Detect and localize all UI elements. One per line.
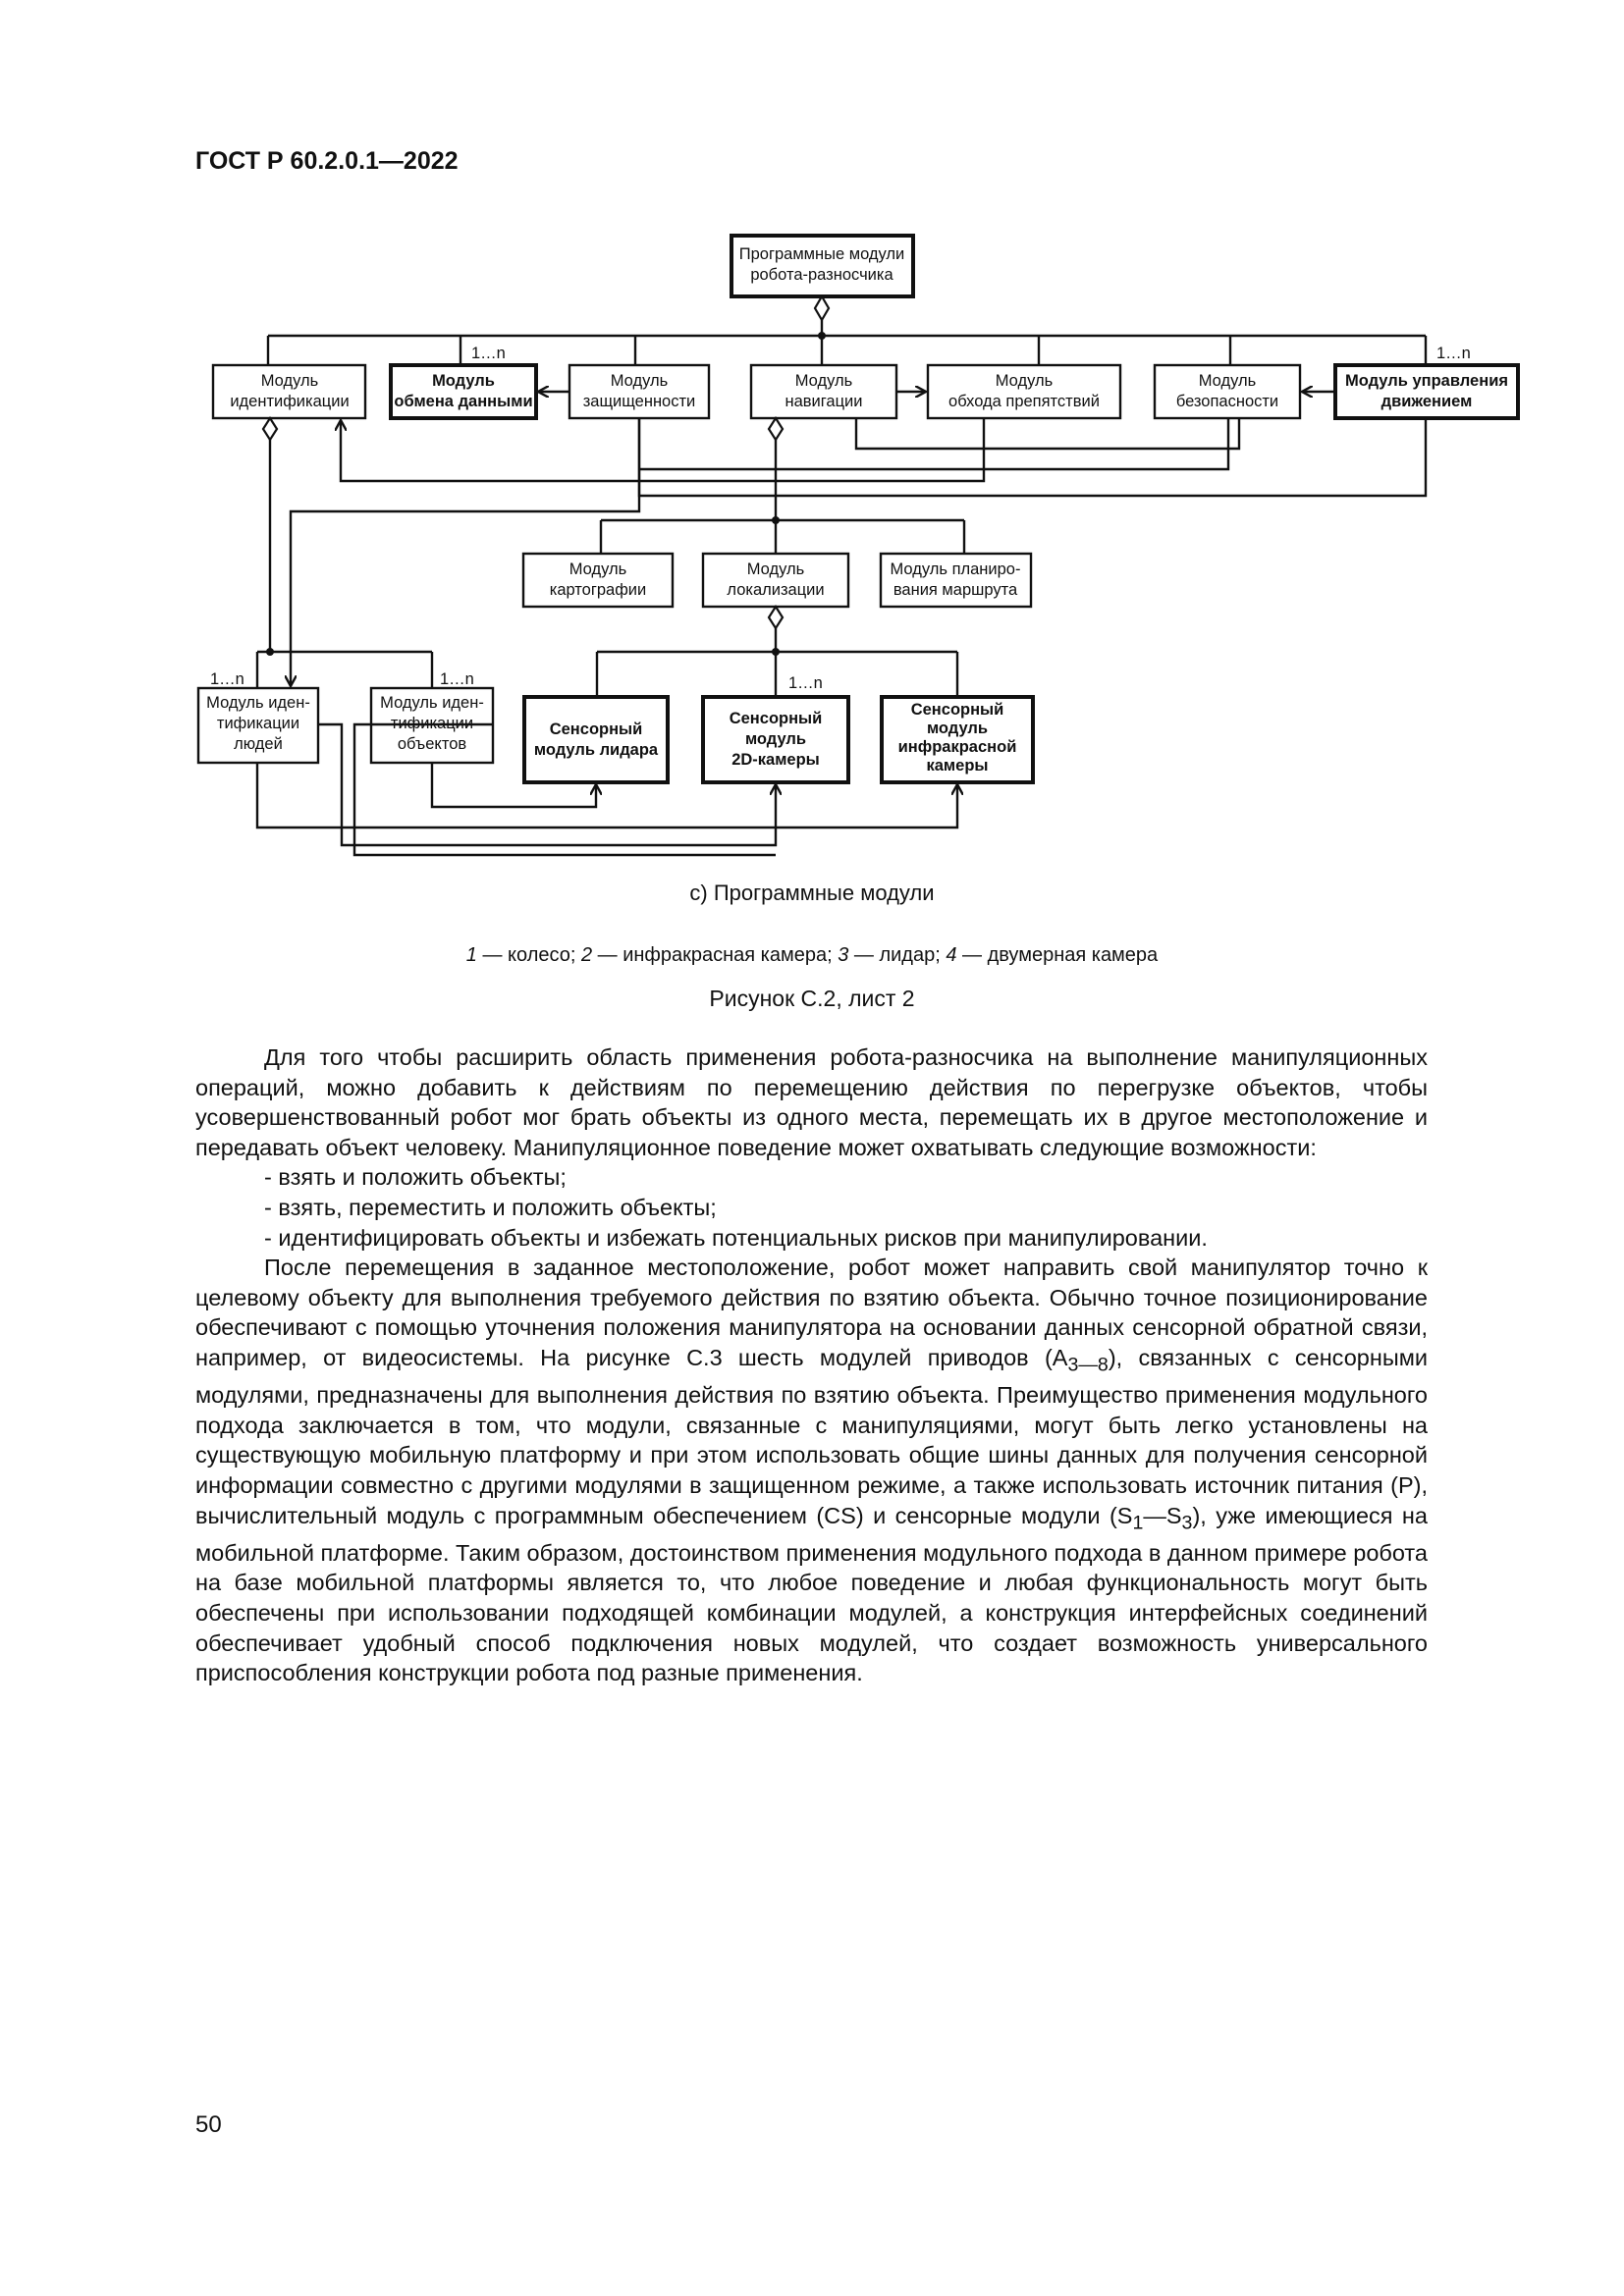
box-label: Сенсорный <box>730 710 823 727</box>
data-exchange-module-box: Модуль обмена данными <box>389 363 538 420</box>
text-run: —S <box>1143 1502 1182 1528</box>
box-label: идентификации <box>230 393 349 410</box>
root-module-box: Программные модули робота-разносчика <box>730 234 915 298</box>
legend-num: 2 <box>580 944 593 966</box>
box-label: модуль <box>745 730 806 748</box>
box-label: Сенсорный <box>550 721 643 738</box>
bullet-list: взять и положить объекты; взять, перемес… <box>195 1162 1428 1253</box>
multiplicity-label: 1…n <box>471 345 506 362</box>
box-label: Модуль управления <box>1345 372 1508 390</box>
box-label: Модуль иден- <box>380 694 484 712</box>
box-label: Модуль <box>569 561 626 578</box>
box-label: вания маршрута <box>893 581 1018 599</box>
motion-control-module-box: Модуль управления движением <box>1333 363 1520 420</box>
list-item: взять, переместить и положить объекты; <box>264 1193 1428 1223</box>
box-label: модуль лидара <box>534 741 659 759</box>
document-header: ГОСТ Р 60.2.0.1—2022 <box>195 147 459 175</box>
box-label: камеры <box>927 757 989 774</box>
box-label: инфракрасной <box>898 738 1017 756</box>
box-label: Модуль <box>996 372 1053 390</box>
legend-text: — двумерная камера <box>956 944 1159 966</box>
text-run: ), связанных с сенсорными модулями, пред… <box>195 1344 1428 1528</box>
box-label: движением <box>1381 393 1473 410</box>
text-run: ), уже имеющиеся на мобильной платформе.… <box>195 1502 1428 1686</box>
list-item: взять и положить объекты; <box>264 1162 1428 1193</box>
box-label: объектов <box>398 735 467 753</box>
subscript: 3 <box>1181 1512 1193 1534</box>
legend-text: — лидар; <box>848 944 947 966</box>
box-label: 2D-камеры <box>731 751 820 769</box>
identification-module-box: Модуль идентификации <box>211 363 367 420</box>
security-module-box: Модуль защищенности <box>568 363 711 420</box>
box-label: навигации <box>785 393 863 410</box>
figure-legend: 1 — колесо; 2 — инфракрасная камера; 3 —… <box>0 944 1624 967</box>
subscript: 1 <box>1132 1512 1144 1534</box>
legend-text: — колесо; <box>476 944 581 966</box>
paragraph: Для того чтобы расширить область примене… <box>195 1044 1428 1160</box>
multiplicity-label: 1…n <box>210 670 244 688</box>
multiplicity-label: 1…n <box>440 670 474 688</box>
multiplicity-label: 1…n <box>1436 345 1471 362</box>
legend-num: 3 <box>838 944 849 966</box>
text-run: После перемещения в заданное местоположе… <box>195 1255 1428 1370</box>
box-label: тификации <box>217 715 299 732</box>
aggregation-diamond <box>813 294 831 323</box>
lidar-sensor-module-box: Сенсорный модуль лидара <box>522 695 670 784</box>
root-label-2: робота-разносчика <box>750 266 893 284</box>
box-label: Сенсорный <box>911 701 1004 719</box>
page-number: 50 <box>195 2111 222 2138</box>
box-label: Модуль планиро- <box>891 561 1021 578</box>
route-planning-module-box: Модуль планиро- вания маршрута <box>879 552 1033 609</box>
subscript: 3—8 <box>1067 1354 1109 1376</box>
box-label: Модуль <box>432 372 495 390</box>
box-label: Модуль <box>261 372 318 390</box>
box-label: Модуль иден- <box>206 694 310 712</box>
navigation-module-box: Модуль навигации <box>749 363 898 420</box>
box-label: Модуль <box>1199 372 1256 390</box>
legend-num: 4 <box>946 944 957 966</box>
camera-2d-sensor-module-box: Сенсорный модуль 2D-камеры <box>701 695 850 784</box>
box-label: обмена данными <box>394 393 532 410</box>
cartography-module-box: Модуль картографии <box>521 552 675 609</box>
legend-text: — инфракрасная камера; <box>592 944 839 966</box>
box-label: модуль <box>927 720 988 737</box>
list-item: идентифицировать объекты и избежать поте… <box>264 1223 1428 1254</box>
box-label: картографии <box>550 581 647 599</box>
figure-caption: Рисунок С.2, лист 2 <box>709 986 915 1011</box>
box-label: людей <box>234 735 283 753</box>
box-label: Модуль <box>747 561 804 578</box>
safety-module-box: Модуль безопасности <box>1153 363 1302 420</box>
box-label: локализации <box>727 581 824 599</box>
box-label: Модуль <box>795 372 852 390</box>
box-label: защищенности <box>583 393 696 410</box>
body-text: Для того чтобы расширить область примене… <box>195 1042 1428 1688</box>
box-label: Модуль <box>611 372 668 390</box>
root-label-1: Программные модули <box>739 245 905 263</box>
people-identification-module-box: Модуль иден- тификации людей <box>196 686 320 765</box>
multiplicity-label: 1…n <box>788 674 823 692</box>
obstacle-avoidance-module-box: Модуль обхода препятствий <box>926 363 1122 420</box>
localization-module-box: Модуль локализации <box>701 552 850 609</box>
software-modules-diagram: Программные модули робота-разносчика 1…n… <box>196 234 1520 857</box>
legend-num: 1 <box>465 944 477 966</box>
infrared-camera-sensor-module-box: Сенсорный модуль инфракрасной камеры <box>880 695 1035 784</box>
box-label: безопасности <box>1176 393 1278 410</box>
figure-subcaption: с) Программные модули <box>689 881 935 905</box>
box-label: обхода препятствий <box>948 393 1100 410</box>
paragraph: После перемещения в заданное местоположе… <box>195 1253 1428 1688</box>
